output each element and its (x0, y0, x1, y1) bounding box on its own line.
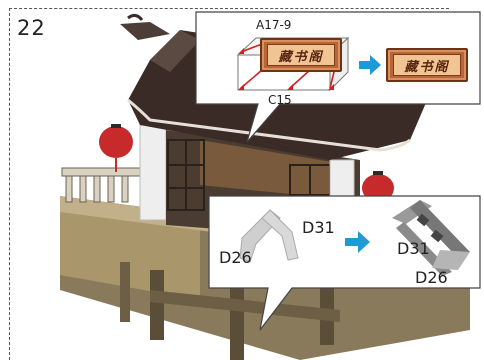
sign-board-icon: 藏书阁 (260, 38, 342, 72)
page-border-top (9, 8, 449, 9)
part-label-d26-before: D26 (219, 248, 252, 267)
step-number: 22 (17, 16, 46, 40)
part-label-a17-9: A17-9 (256, 18, 292, 32)
sign-board-assembled-text: 藏书阁 (404, 59, 450, 75)
part-label-d26-after: D26 (415, 268, 448, 287)
sign-board-text: 藏书阁 (278, 49, 324, 65)
part-label-c15: C15 (268, 93, 292, 107)
part-label-d31-before: D31 (302, 218, 335, 237)
lantern-icon (99, 124, 394, 202)
right-arrow-icon (359, 55, 381, 75)
part-label-d31-after: D31 (397, 239, 430, 258)
page-border-left (9, 8, 10, 360)
sign-board-assembled-icon: 藏书阁 (386, 48, 468, 82)
